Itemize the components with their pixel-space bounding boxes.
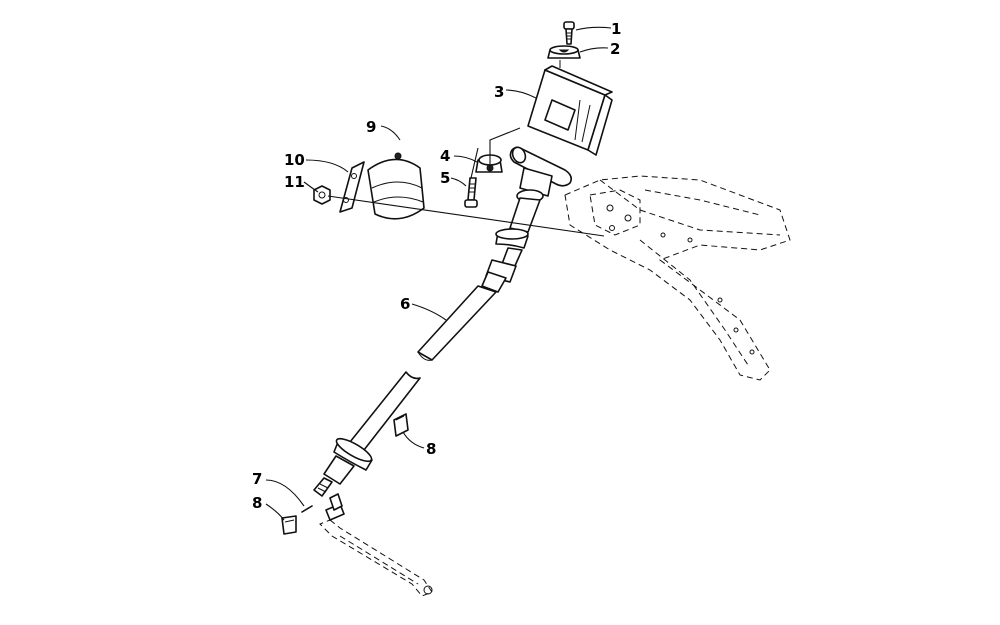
alignment-line-4 [489, 127, 521, 172]
leader-lines [265, 26, 612, 521]
callout-8-lower: 8 [252, 494, 262, 512]
shaft-bushing-lower [281, 515, 297, 535]
callout-6: 6 [400, 295, 410, 313]
callout-3: 3 [494, 83, 504, 101]
top-bolt [563, 21, 575, 45]
callout-1: 1 [611, 20, 621, 38]
cover-axis-line [327, 195, 605, 237]
mount-bracket [527, 65, 613, 156]
clamp-bolt [464, 177, 478, 208]
callout-9: 9 [366, 118, 376, 136]
frame-outline [564, 175, 791, 381]
lower-steering-arm [319, 493, 433, 597]
retainer-ring [301, 505, 313, 513]
bolt-cap [547, 45, 581, 59]
nut [313, 185, 331, 205]
callout-11: 11 [284, 173, 305, 191]
callout-5: 5 [440, 169, 450, 187]
callout-8-upper: 8 [426, 440, 436, 458]
callout-labels: 1 2 3 4 5 6 7 8 8 9 10 11 [252, 20, 621, 512]
steering-shaft [313, 285, 497, 497]
cover-bracket [339, 161, 365, 213]
callout-2: 2 [610, 40, 620, 58]
callout-10: 10 [284, 151, 305, 169]
steering-post [481, 146, 572, 293]
alignment-line-5 [470, 147, 479, 179]
callout-7: 7 [252, 470, 262, 488]
callout-4: 4 [440, 147, 450, 165]
clamp-half [475, 154, 503, 173]
shaft-bushing-upper [393, 413, 409, 437]
